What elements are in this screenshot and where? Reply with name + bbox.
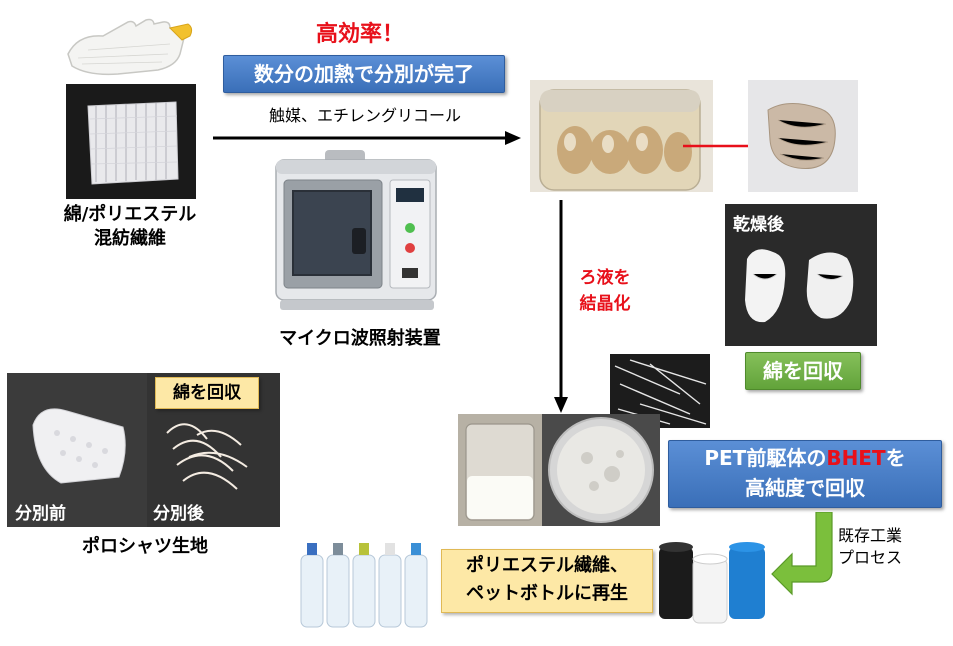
industry-line1: 既存工業 (838, 526, 903, 545)
vertical-arrow (551, 200, 571, 415)
main-process-arrow (213, 128, 523, 148)
regen-line1: ポリエステル繊維、 (466, 555, 628, 576)
bhet-line1: PET前駆体のBHETを (669, 443, 941, 473)
industry-label: 既存工業 プロセス (838, 525, 938, 569)
bhet-line2: 高純度で回収 (745, 476, 865, 500)
beaker-photo (530, 80, 713, 192)
polo-before-label: 分別前 (15, 504, 66, 524)
glove-icon (58, 14, 198, 84)
bhet-line1-post: を (885, 446, 906, 470)
regen-line2: ペットボトルに再生 (466, 583, 628, 604)
blend-label-line1: 綿/ポリエステル (63, 204, 197, 225)
wet-cotton-photo (748, 80, 858, 192)
pet-bottles-icon (295, 533, 431, 629)
microwave-device-icon (270, 148, 445, 316)
green-process-arrow (770, 512, 840, 598)
crystallize-label: ろ液を 結晶化 (570, 265, 640, 317)
polo-after-label: 分別後 (153, 504, 204, 524)
dried-label: 乾燥後 (733, 215, 784, 235)
bhet-banner: PET前駆体のBHETを 高純度で回収 (668, 440, 942, 508)
crystallize-line1: ろ液を (579, 268, 631, 288)
polo-cotton-tag: 綿を回収 (155, 377, 259, 409)
yarn-spools-icon (655, 537, 770, 627)
heat-banner: 数分の加熱で分別が完了 (223, 55, 505, 93)
headline: 高効率！ (315, 22, 404, 47)
bhet-beaker-photo (458, 414, 542, 526)
bhet-line1-pre: PET前駆体の (704, 446, 827, 470)
crystallize-line2: 結晶化 (579, 294, 631, 314)
device-label: マイクロ波照射装置 (279, 328, 441, 349)
knit-fabric-photo (66, 84, 196, 199)
industry-line2: プロセス (838, 548, 903, 567)
bhet-powder-photo (542, 414, 660, 526)
bhet-highlight: BHET (826, 446, 886, 470)
polo-label: ポロシャツ生地 (82, 536, 208, 557)
blend-label-line2: 混紡繊維 (94, 228, 166, 249)
catalyst-text: 触媒、エチレングリコール (268, 106, 461, 125)
blend-fiber-label: 綿/ポリエステル 混紡繊維 (40, 203, 220, 251)
dried-cotton-photo: 乾燥後 (725, 204, 877, 346)
cotton-recover-banner: 綿を回収 (745, 352, 861, 390)
regen-tag: ポリエステル繊維、 ペットボトルに再生 (441, 549, 653, 613)
